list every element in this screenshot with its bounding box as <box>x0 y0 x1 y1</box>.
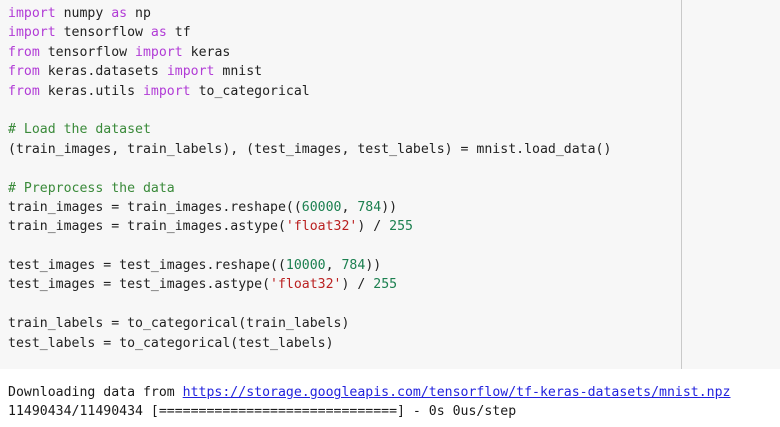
code-line: from keras.datasets import mnist <box>8 62 780 81</box>
code-token-string: 'float32' <box>285 219 358 235</box>
code-line: train_images = train_images.reshape((600… <box>8 198 780 217</box>
code-token-number: 10000 <box>285 258 326 274</box>
code-token-plain: tensorflow <box>55 25 151 41</box>
code-line: from keras.utils import to_categorical <box>8 82 780 101</box>
code-token-plain: to_categorical <box>190 83 310 99</box>
code-line: (train_images, train_labels), (test_imag… <box>8 140 780 159</box>
code-token-plain: ) / <box>341 277 374 293</box>
code-token-plain: train_labels = to_categorical(train_labe… <box>8 316 350 332</box>
code-line: train_labels = to_categorical(train_labe… <box>8 314 780 333</box>
editor-margin-rule <box>681 0 682 369</box>
code-line: # Preprocess the data <box>8 179 780 198</box>
code-token-plain: keras.datasets <box>39 64 167 80</box>
code-token-plain: mnist <box>214 64 263 80</box>
code-token-plain: train_images = train_images.reshape(( <box>8 199 302 215</box>
code-token-plain: tf <box>166 25 191 41</box>
code-line: # Load the dataset <box>8 120 780 139</box>
code-token-plain: , <box>341 199 358 215</box>
code-line: test_images = test_images.reshape((10000… <box>8 256 780 275</box>
code-token-string: 'float32' <box>270 277 342 293</box>
code-line <box>8 159 780 178</box>
code-token-plain: numpy <box>55 6 112 21</box>
code-token-keyword: from <box>8 83 40 99</box>
output-line-progress: 11490434/11490434 [=====================… <box>8 404 517 420</box>
dataset-download-link[interactable]: https://storage.googleapis.com/tensorflo… <box>182 385 731 400</box>
code-token-number: 255 <box>373 277 398 293</box>
code-token-plain: ) / <box>357 219 390 235</box>
code-token-comment: # Load the dataset <box>8 122 151 138</box>
code-line: import numpy as np <box>8 4 780 23</box>
output-line-download: Downloading data from https://storage.go… <box>8 383 780 402</box>
code-line <box>8 237 780 256</box>
download-prefix-text: Downloading data from <box>8 385 183 400</box>
code-token-plain: test_labels = to_categorical(test_labels… <box>8 335 334 351</box>
code-token-plain: tensorflow <box>39 44 136 60</box>
code-token-plain: )) <box>381 199 398 215</box>
code-token-comment: # Preprocess the data <box>8 180 175 196</box>
code-token-number: 784 <box>357 199 382 215</box>
code-token-keyword: import <box>8 6 56 21</box>
code-token-plain: , <box>325 258 342 274</box>
code-line: train_images = train_images.astype('floa… <box>8 217 780 236</box>
cell-output: Downloading data from https://storage.go… <box>0 369 780 427</box>
code-token-plain: )) <box>365 258 382 274</box>
code-token-plain: keras.utils <box>39 83 143 99</box>
code-token-plain: np <box>127 6 151 21</box>
code-token-plain: test_images = test_images.reshape(( <box>8 258 286 274</box>
code-token-plain: test_images = test_images.astype( <box>8 277 271 293</box>
code-token-keyword: from <box>8 64 40 80</box>
code-token-keyword: from <box>8 44 40 60</box>
code-line <box>8 101 780 120</box>
code-token-number: 60000 <box>301 199 342 215</box>
code-line: test_images = test_images.astype('float3… <box>8 275 780 294</box>
code-token-plain: (train_images, train_labels), (test_imag… <box>8 141 612 157</box>
code-token-keyword: import <box>142 83 191 99</box>
code-line: test_labels = to_categorical(test_labels… <box>8 334 780 353</box>
code-token-plain: train_images = train_images.astype( <box>8 219 286 235</box>
code-line: import tensorflow as tf <box>8 23 780 42</box>
code-token-keyword: import <box>135 44 183 60</box>
code-token-keyword: import <box>8 25 56 41</box>
code-token-keyword: import <box>166 64 215 80</box>
code-token-number: 784 <box>341 258 366 274</box>
code-token-plain: keras <box>182 44 231 60</box>
code-line: from tensorflow import keras <box>8 43 780 62</box>
code-line <box>8 295 780 314</box>
code-token-keyword: as <box>111 6 128 21</box>
code-token-number: 255 <box>389 219 413 235</box>
code-token-keyword: as <box>150 25 167 41</box>
